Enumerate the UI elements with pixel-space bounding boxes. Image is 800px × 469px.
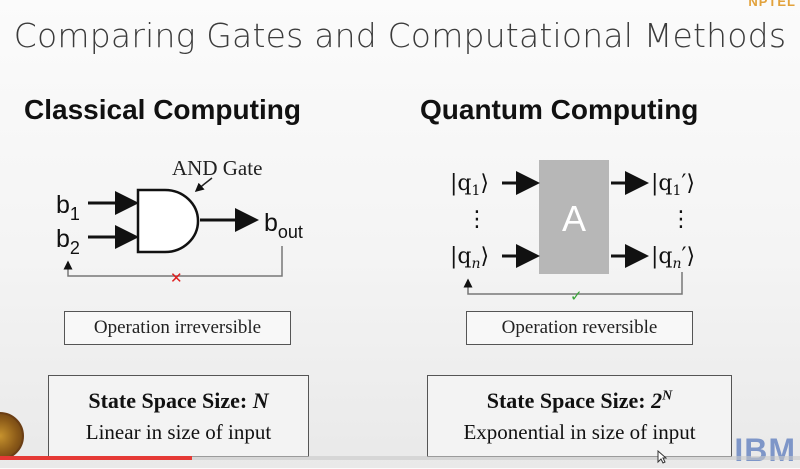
and-gate-label: AND Gate <box>172 156 262 180</box>
operation-irreversible-box: Operation irreversible <box>64 311 291 345</box>
nptel-brand: NPTEL <box>748 0 796 9</box>
classical-state-title: State Space Size: N <box>88 388 269 413</box>
quantum-heading: Quantum Computing <box>420 94 699 125</box>
feedback-loop-classical <box>63 246 283 277</box>
output-bout-label: bout <box>264 209 303 242</box>
and-gate-shape <box>136 188 200 254</box>
operation-reversible-box: Operation reversible <box>466 311 693 345</box>
ket-qn-output: |qn′⟩ <box>651 244 695 272</box>
feedback-loop-quantum <box>463 272 683 295</box>
input-dots: ⋮ <box>466 207 488 232</box>
unitary-gate-box <box>539 160 609 274</box>
quantum-state-space-box: State Space Size: 2N Exponential in size… <box>427 375 732 457</box>
input-b1-label: b1 <box>56 191 80 224</box>
ibm-logo: IBM <box>734 432 796 468</box>
unitary-gate-label: A <box>562 198 586 239</box>
gate-label-pointer <box>194 177 213 192</box>
ket-q1-output: |q1′⟩ <box>651 171 695 199</box>
video-progress-fill <box>0 456 192 460</box>
input-b2-label: b2 <box>56 225 80 258</box>
quantum-state-subtitle: Exponential in size of input <box>463 420 696 444</box>
slide-title: Comparing Gates and Computational Method… <box>13 16 787 55</box>
classical-heading: Classical Computing <box>24 94 301 125</box>
quantum-gate-diagram: A |q1⟩ ⋮ |qn⟩ |q1′⟩ ⋮ |qn′⟩ ✓ <box>450 160 695 305</box>
classical-state-space-box: State Space Size: N Linear in size of in… <box>48 375 309 457</box>
ket-q1-input: |q1⟩ <box>450 171 489 199</box>
ket-qn-input: |qn⟩ <box>450 244 489 272</box>
mouse-cursor-icon <box>657 450 667 464</box>
output-dots: ⋮ <box>670 207 692 232</box>
video-progress-bar[interactable] <box>0 456 800 460</box>
quantum-state-title: State Space Size: 2N <box>486 388 673 413</box>
and-gate-diagram: AND Gate b1 b2 bout ✕ <box>56 156 303 287</box>
check-icon: ✓ <box>570 287 583 305</box>
classical-state-subtitle: Linear in size of input <box>85 420 272 444</box>
cross-icon: ✕ <box>170 269 183 287</box>
